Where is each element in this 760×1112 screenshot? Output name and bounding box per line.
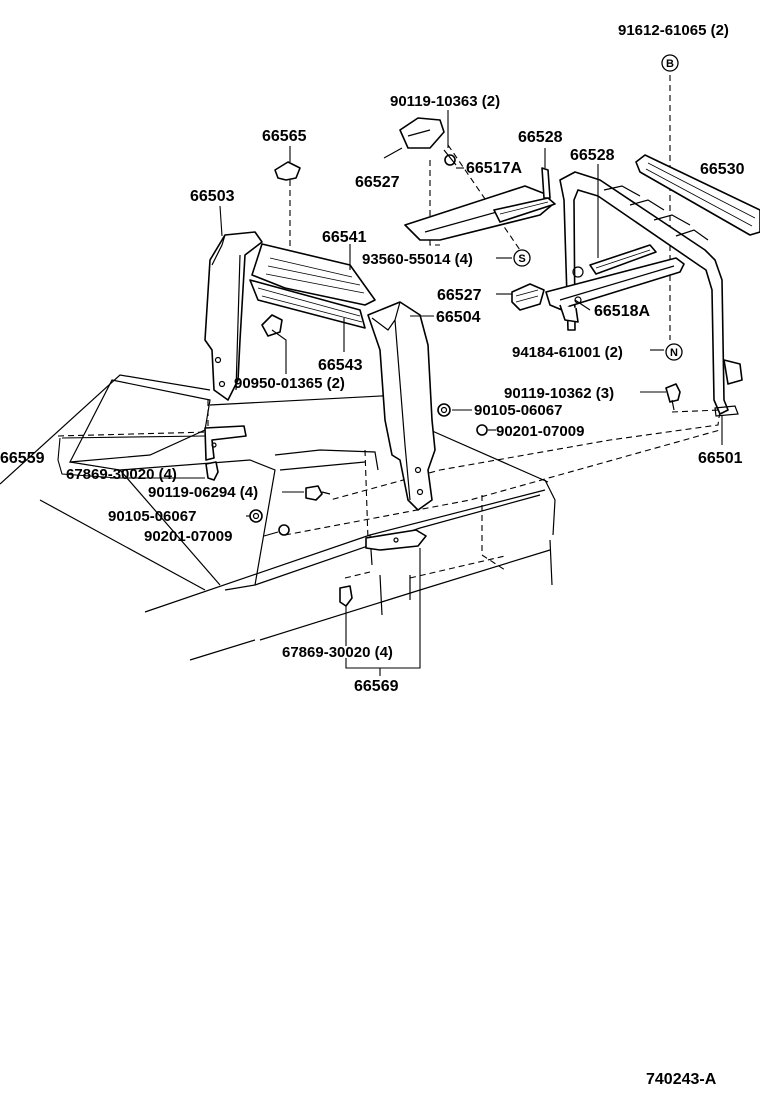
label-66569: 66569 <box>354 678 399 695</box>
label-93560: 93560-55014 (4) <box>362 251 473 268</box>
label-66528-b: 66528 <box>570 147 615 164</box>
symbol-s-marker: S <box>513 249 531 267</box>
label-67869-left: 67869-30020 (4) <box>66 466 177 483</box>
part-66527-upper-pad[interactable] <box>399 117 445 149</box>
part-66559-bracket[interactable] <box>204 425 247 461</box>
part-66541-cross-panel[interactable] <box>249 243 376 329</box>
label-90119-10363: 90119-10363 (2) <box>390 93 500 110</box>
part-66565-clip[interactable] <box>274 161 301 181</box>
label-90119-06294: 90119-06294 (4) <box>148 484 258 501</box>
part-67869-clip-lower[interactable] <box>339 585 353 607</box>
label-90105-right: 90105-06067 <box>474 402 562 419</box>
truck-body-outline <box>0 374 556 661</box>
label-66530: 66530 <box>700 161 745 178</box>
label-90201-left: 90201-07009 <box>144 528 232 545</box>
part-66527-lower-pad[interactable] <box>511 283 545 311</box>
part-90119-06294-bolt[interactable] <box>305 485 331 501</box>
label-66527-upper: 66527 <box>355 174 400 191</box>
part-66530-strip[interactable] <box>635 154 760 236</box>
label-66517A: 66517A <box>466 160 522 177</box>
label-91612: 91612-61065 (2) <box>618 22 729 39</box>
label-66559: 66559 <box>0 450 45 467</box>
label-67869-lower: 67869-30020 (4) <box>282 644 393 661</box>
part-66501-roll-bar-frame[interactable] <box>559 171 743 417</box>
label-66543: 66543 <box>318 357 363 374</box>
part-90950-grommet[interactable] <box>261 314 283 337</box>
part-66503-left-pillar[interactable] <box>204 231 263 401</box>
part-66504-right-pillar[interactable] <box>367 301 436 511</box>
part-90105-washer-left[interactable] <box>249 509 263 523</box>
part-67869-clip-left[interactable] <box>205 461 219 481</box>
part-90201-nut-right[interactable] <box>476 424 488 436</box>
svg-text:S: S <box>518 253 525 265</box>
label-66504: 66504 <box>436 309 481 326</box>
label-66565: 66565 <box>262 128 307 145</box>
label-66528-a: 66528 <box>518 129 563 146</box>
label-66518A: 66518A <box>594 303 650 320</box>
part-labels: 91612-61065 (2) 90119-10363 (2) 66565 66… <box>0 22 745 1088</box>
part-90201-nut-left[interactable] <box>278 524 290 536</box>
label-66501: 66501 <box>698 450 743 467</box>
label-90105-left: 90105-06067 <box>108 508 196 525</box>
part-66517A-bar[interactable] <box>404 185 556 241</box>
part-66518A-bar[interactable] <box>545 244 685 323</box>
label-66541: 66541 <box>322 229 367 246</box>
label-66527-lower: 66527 <box>437 287 482 304</box>
diagram-reference-code: 740243-A <box>646 1071 717 1088</box>
label-66503: 66503 <box>190 188 235 205</box>
part-90119-10362-bolt[interactable] <box>665 383 681 411</box>
label-94184: 94184-61001 (2) <box>512 344 623 361</box>
part-66569-bracket[interactable] <box>365 529 427 551</box>
part-90119-10363-bolt[interactable] <box>443 149 457 166</box>
symbol-n-marker: N <box>665 343 683 361</box>
label-90950: 90950-01365 (2) <box>234 375 345 392</box>
label-90201-right: 90201-07009 <box>496 423 584 440</box>
part-66528-rail[interactable] <box>541 167 551 199</box>
label-90119-10362: 90119-10362 (3) <box>504 385 614 402</box>
leader-lines <box>57 110 723 676</box>
part-90105-washer-right[interactable] <box>437 403 451 417</box>
svg-text:N: N <box>670 347 678 359</box>
svg-text:B: B <box>666 58 674 70</box>
symbol-b-marker: B <box>661 54 679 72</box>
